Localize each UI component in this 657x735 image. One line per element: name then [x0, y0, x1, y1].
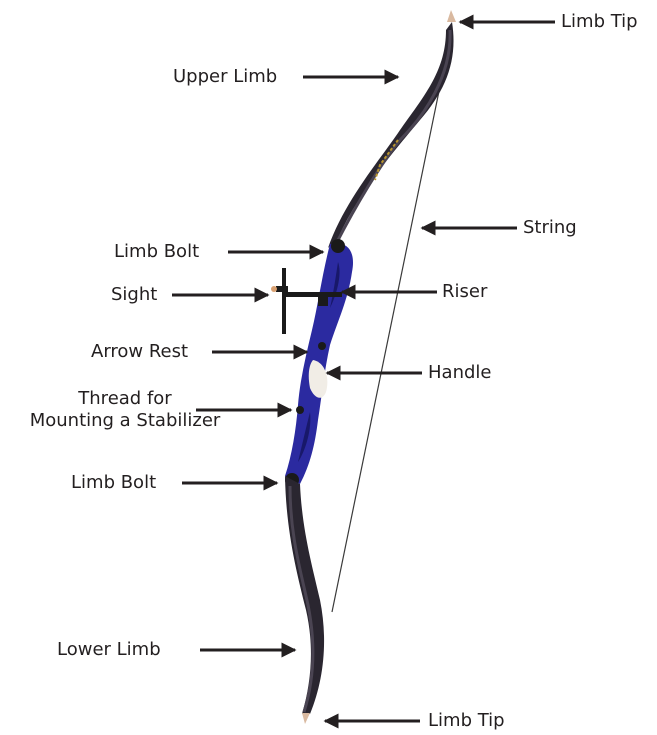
label-limb-tip-bottom: Limb Tip: [428, 710, 505, 732]
stabilizer-thread: [296, 406, 304, 414]
upper-limb-edge: [336, 30, 450, 244]
label-limb-bolt-upper: Limb Bolt: [114, 241, 199, 263]
upper-limb-tip: [447, 10, 456, 22]
label-sight: Sight: [111, 284, 157, 306]
label-arrow-rest: Arrow Rest: [91, 341, 188, 363]
upper-limb-bolt: [331, 239, 345, 253]
label-thread-for-stabilizer: Thread for Mounting a Stabilizer: [12, 388, 238, 432]
label-string: String: [523, 217, 577, 239]
label-limb-tip-top: Limb Tip: [561, 11, 638, 33]
upper-limb: [328, 22, 454, 248]
label-limb-bolt-lower: Limb Bolt: [71, 472, 156, 494]
label-thread-line1: Thread for: [12, 388, 238, 410]
arrow-rest: [318, 342, 326, 350]
label-lower-limb: Lower Limb: [57, 639, 161, 661]
bow-string: [332, 28, 452, 612]
label-riser: Riser: [442, 281, 487, 303]
lower-limb-tip: [302, 713, 310, 724]
label-handle: Handle: [428, 362, 491, 384]
label-upper-limb: Upper Limb: [173, 66, 277, 88]
label-thread-line2: Mounting a Stabilizer: [12, 410, 238, 432]
